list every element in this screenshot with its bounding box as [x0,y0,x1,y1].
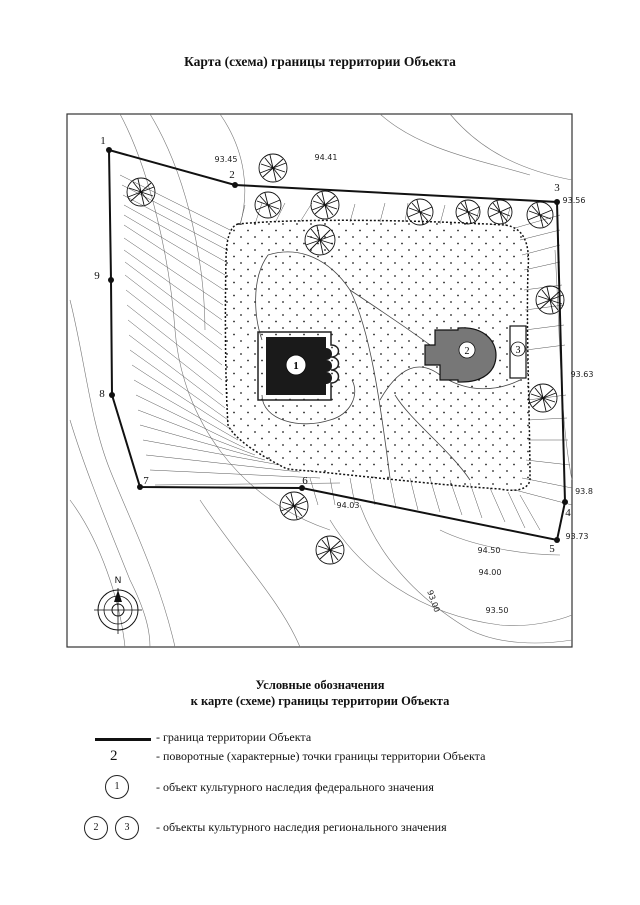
point-labels: 1 2 3 4 5 6 7 8 9 [94,135,571,555]
object-3-label: 3 [516,345,521,356]
north-label: N [115,575,122,585]
embankment-hatching [119,174,573,531]
boundary-line-symbol [95,738,151,741]
elevation-label: 94.41 [315,153,338,162]
elevation-label: 93.8 [575,487,593,496]
legend-row-federal: 1 - объект культурного наследия федераль… [0,775,640,805]
footpaths [255,251,521,481]
regional-object-symbol-3: 3 [115,816,139,840]
point-9-label: 9 [94,270,100,282]
elevation-label: 93.56 [563,196,586,205]
point-6-label: 6 [302,475,308,487]
point-5-label: 5 [549,543,555,555]
federal-object-symbol: 1 [105,775,129,799]
legend-boundary-text: - граница территории Объекта [156,730,312,744]
object-1-label: 1 [293,360,299,372]
terrace-area [224,219,531,492]
elevation-label: 93.63 [571,370,594,379]
elevation-label: 94.00 [479,568,502,577]
legend-regional-text: - объекты культурного наследия региональ… [156,820,447,834]
contour-lines [69,113,573,648]
territory-boundary [108,149,567,542]
page-title: Карта (схема) границы территории Объекта [184,54,456,69]
legend-federal-text: - объект культурного наследия федерально… [156,780,434,794]
elevation-label: 93.73 [566,532,589,541]
north-arrow: N [94,575,142,634]
elevation-label: 94.03 [337,501,360,510]
boundary-points [106,147,568,543]
regional-object-symbol-2: 2 [84,816,108,840]
point-7-label: 7 [143,475,149,487]
legend-row-boundary: - граница территории Объекта [0,728,640,758]
trees [126,153,565,565]
legend-title-line1: Условные обозначения [255,678,385,692]
object-labels: 1 2 3 [285,341,526,376]
elevation-label: 93.50 [486,606,509,615]
point-8-label: 8 [99,388,105,400]
point-symbol: 2 [110,748,118,764]
elevation-label: 94.50 [478,546,501,555]
legend-point-text: - поворотные (характерные) точки границы… [156,749,486,763]
boundary-map: 1 2 3 1 2 3 4 5 6 7 8 9 93.45 94.41 93.56 93.63 93.8… [66,113,593,648]
point-2-label: 2 [229,169,235,181]
object-2-label: 2 [465,346,470,357]
legend-row-regional: 2 3 - объекты культурного наследия регио… [0,816,640,846]
point-1-label: 1 [100,135,106,147]
point-4-label: 4 [565,507,571,519]
point-3-label: 3 [554,182,560,194]
legend-title-line2: к карте (схеме) границы территории Объек… [190,694,450,708]
legend-row-points: 2 - поворотные (характерные) точки грани… [0,748,640,778]
elevation-label: 93.45 [215,155,238,164]
